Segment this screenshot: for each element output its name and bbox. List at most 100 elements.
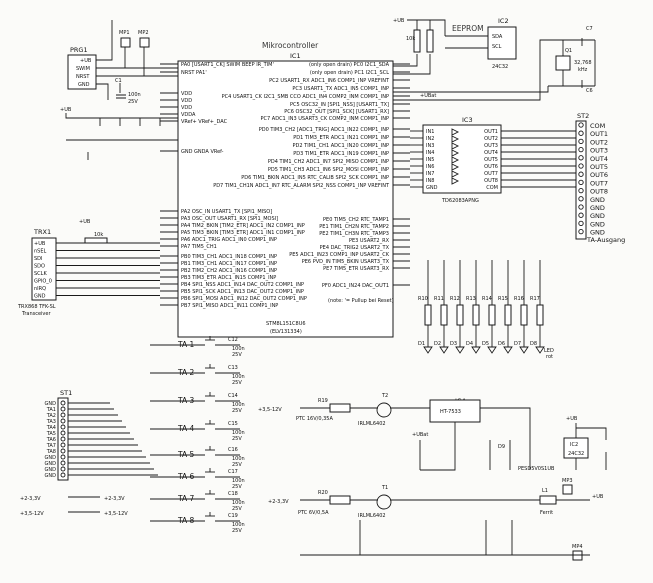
prg-ref: PRG1: [70, 46, 88, 54]
ta-cap-ref-6: C18: [228, 491, 238, 497]
st2-pin-12: GND: [590, 220, 605, 228]
net-v35-out: +3,5-12V: [104, 511, 128, 517]
mcu-right-pin-17: PE1 TIM1_CH2N RTC_TAMP2: [319, 224, 389, 230]
led-ref-4: D5: [482, 341, 489, 347]
crystal-block: Q1 32,768 kHz C7 C6: [393, 26, 596, 101]
st2-pin-1: OUT1: [590, 130, 608, 138]
mp3-label: MP3: [562, 478, 573, 484]
net-v35-label: +3,5-12V: [20, 511, 44, 517]
led-r-ref-5: R15: [498, 296, 508, 302]
driver-in-4: IN5: [426, 157, 434, 163]
driver-in-6: IN7: [426, 171, 434, 177]
mcu-left-pin-12: PA6 ADC1_TRIG ADC1_IN0 COMP1_INP: [181, 237, 277, 243]
mcu-left-pin-21: PB7 SPI1_MISO ADC1_IN11 COMP1_INP: [181, 303, 278, 309]
st2-pin-4: OUT4: [590, 155, 608, 163]
ta-cap-rating-5: 25V: [232, 484, 242, 490]
ta-cap-ref-4: C16: [228, 447, 238, 453]
driver-out-7: OUT8: [484, 178, 498, 184]
st2-ref: ST2: [577, 112, 589, 120]
prg-pin-nrst: NRST: [76, 74, 90, 80]
led-array: R10D1R11D2R12D3R13D4R14D5R15D6R16D7R17D8…: [418, 260, 554, 360]
ta-cap-rating-0: 25V: [232, 352, 242, 358]
mp1-pad: [120, 37, 131, 48]
ta-cap-rating-1: 25V: [232, 380, 242, 386]
st2-pin-3: OUT3: [590, 147, 608, 155]
mcu-left-pin-0: PA0 [USART1_CK] SWIM BEEP IR_TIM': [181, 62, 274, 68]
mcu-left-pin-8: PA2 OSC_IN USART1_TX [SPI1_MISO]: [181, 209, 272, 215]
st2-pin-6: OUT6: [590, 171, 608, 179]
t1-part: IRLML6402: [358, 513, 386, 519]
ta-cap-val-1: 100n: [232, 374, 245, 380]
mcu-right-pin-8: PD0 TIM3_CH2 [ADC1_TRIG] ADC1_IN22 COMP1…: [259, 127, 389, 133]
ta-label-0: TA 1: [177, 340, 195, 349]
driver-out-3: OUT4: [484, 150, 498, 156]
mcu-left-pin-18: PB4 SPI1_NSS ADC1_IN14 DAC_OUT2 COMP1_IN…: [181, 282, 304, 288]
mp1-label: MP1: [119, 30, 130, 36]
ta-cap-val-6: 100n: [232, 500, 245, 506]
eeprom-pin-sda: SDA: [492, 34, 503, 40]
r9-label: 10k: [94, 232, 103, 238]
v33-in: +2-3,3V: [268, 499, 289, 505]
mcu-left-pin-3: VDD: [181, 98, 192, 104]
st2-pin-13: GND: [590, 229, 605, 237]
trx-pin-1: nSEL: [34, 249, 47, 255]
ta-cap-ref-0: C12: [228, 337, 238, 343]
mcu-left-pin-15: PB1 TIM3_CH1 ADC1_IN17 COMP1_INP: [181, 261, 277, 267]
mcu-order: (ELV131334): [270, 329, 302, 335]
prg-header: PRG1 +UB SWIM NRST GND: [67, 20, 178, 100]
st2-label: TA-Ausgang: [586, 236, 625, 244]
l1-part: Ferrit: [540, 510, 553, 516]
r20-ref: R20: [318, 490, 328, 496]
driver-out-2: OUT3: [484, 143, 498, 149]
ta-cap-ref-3: C15: [228, 421, 238, 427]
ta-cap-rating-7: 25V: [232, 528, 242, 534]
led-r-ref-0: R10: [418, 296, 428, 302]
t2-ref: T2: [381, 393, 388, 399]
trx-pin-7: GND: [34, 294, 46, 300]
driver-ref: IC3: [462, 116, 473, 124]
mcu-title: Mikrocontroller: [262, 41, 319, 50]
ta-cap-rating-2: 25V: [232, 408, 242, 414]
c1-val: 100n: [128, 92, 141, 98]
driver-in-8: GND: [426, 185, 438, 191]
mcu-left-pin-10: PA4 TIM2_BKIN [TIM2_ETR] ADC1_IN2 COMP1_…: [181, 223, 305, 229]
st1-pin-6: TA6: [46, 437, 56, 443]
mcu-left-pin-16: PB2 TIM2_CH2 ADC1_IN16 COMP1_INP: [181, 268, 277, 274]
st1-pin-2: TA2: [46, 413, 56, 419]
ta-cap-ref-2: C14: [228, 393, 238, 399]
mcu-left-pin-4: VDD: [181, 105, 192, 111]
ta-label-5: TA 6: [177, 472, 195, 481]
mcu-left-pin-11: PA5 TIM3_BKIN [TIM3_ETR] ADC1_IN1 COMP1_…: [181, 230, 305, 236]
led-r-ref-1: R11: [434, 296, 444, 302]
c1-rating: 25V: [128, 99, 138, 105]
st2-pin-10: GND: [590, 204, 605, 212]
mp2-pad: [139, 37, 150, 48]
mcu-right-pin-1: (only open drain) PC1 I2C1_SCL: [310, 70, 389, 76]
mcu-right-pin-22: PE6 PVD_IN TIM5_BKIN USART3_TX: [302, 259, 390, 265]
ta-cap-val-7: 100n: [232, 522, 245, 528]
mcu-left-pin-5: VDDA: [181, 112, 196, 118]
ta-cap-rating-6: 25V: [232, 506, 242, 512]
ta-label-1: TA 2: [177, 368, 195, 377]
st1-pin-7: TA7: [46, 443, 56, 449]
mp3-pad: [562, 484, 573, 495]
supply-decoupling: +UB C1 100n 25V: [60, 78, 178, 160]
driver-out-4: OUT5: [484, 157, 498, 163]
mcu-right-pin-23: PE7 TIM5_ETR USART3_RX: [323, 266, 389, 272]
driver-out-1: OUT2: [484, 136, 498, 142]
mcu-right-pin-3: PC3 USART1_TX ADC1_IN5 COMP1_INP: [292, 86, 389, 92]
ta-label-6: TA 7: [177, 494, 195, 503]
st1-pin-1: TA1: [46, 407, 56, 413]
driver-in-0: IN1: [426, 129, 434, 135]
ta-cap-ref-7: C19: [228, 513, 238, 519]
driver-out-6: OUT7: [484, 171, 498, 177]
st2-connector: ST2 COMOUT1OUT2OUT3OUT4OUT5OUT6OUT7OUT8G…: [575, 112, 625, 244]
ta-cap-val-2: 100n: [232, 402, 245, 408]
mcu-right-pins: (only open drain) PC0 I2C1_SDA(only open…: [213, 62, 410, 289]
c6-ref: C6: [586, 88, 593, 94]
eeprom-ref: IC2: [498, 17, 509, 25]
mcu-right-pin-9: PD1 TIM3_ETR ADC1_IN21 COMP1_INP: [293, 135, 389, 141]
ta-label-4: TA 5: [177, 450, 195, 459]
r20-val: PTC 6V/0,5A: [298, 510, 329, 516]
